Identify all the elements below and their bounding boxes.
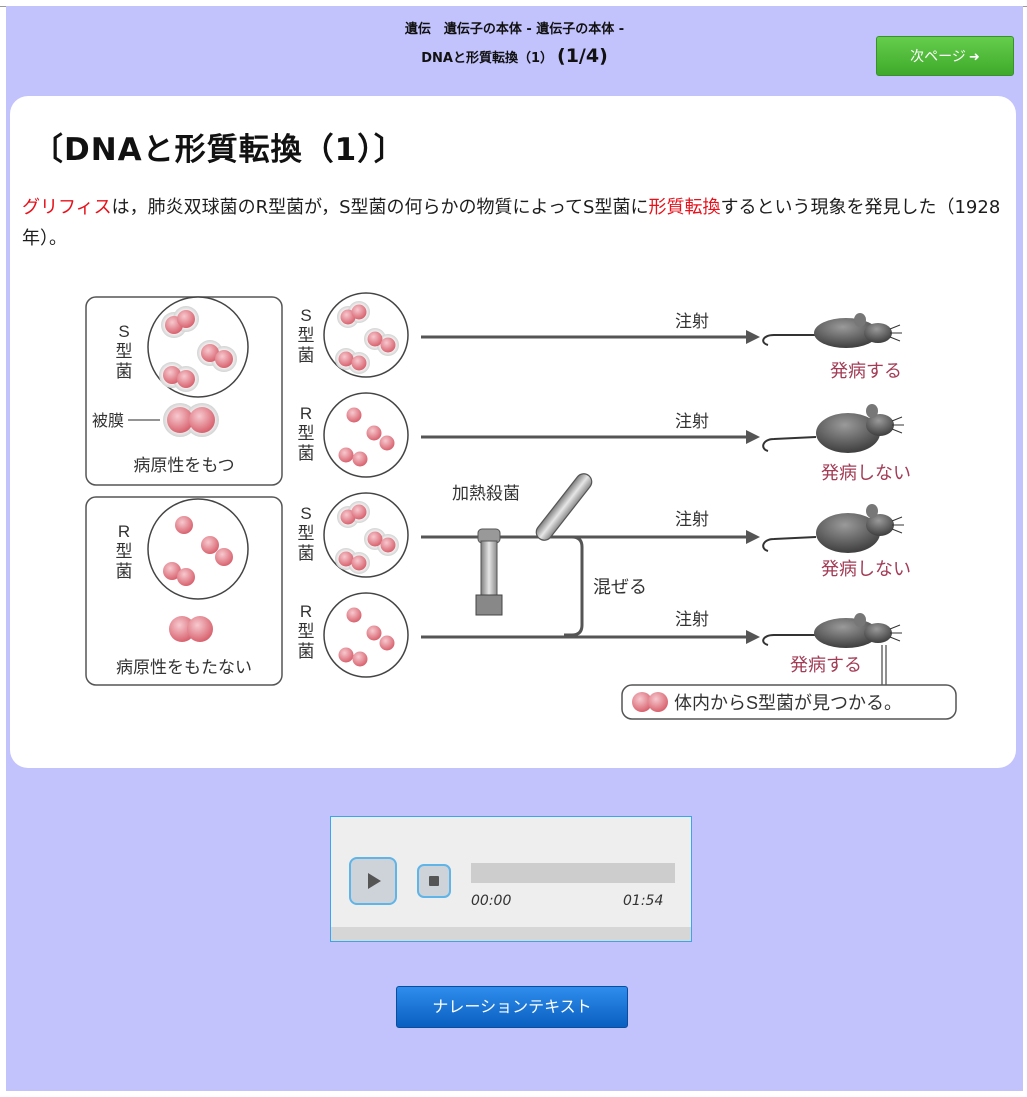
lesson-subtitle-text: DNAと形質転換（1） xyxy=(421,51,554,66)
breadcrumb: 遺伝 遺伝子の本体 - 遺伝子の本体 - xyxy=(404,22,625,37)
intro-text-2: するという現象を発見した（1928年）。 xyxy=(22,197,1001,249)
box2-label-type: 型 xyxy=(116,542,133,561)
play-button[interactable] xyxy=(349,857,397,905)
row1-strain-bacteria: 菌 xyxy=(298,346,315,365)
row2-strain-type: 型 xyxy=(298,424,315,443)
capsule-label: 被膜 xyxy=(92,412,124,430)
content-card: 〔DNAと形質転換（1）〕 グリフィスは，肺炎双球菌のR型菌が，S型菌の何らかの… xyxy=(10,96,1016,768)
heat-label: 加熱殺菌 xyxy=(452,484,520,503)
experiment-row-3: S 型 菌 注射 発病しない xyxy=(298,492,911,579)
row2-strain-bacteria: 菌 xyxy=(298,444,315,463)
highlight-transformation: 形質転換 xyxy=(648,197,721,218)
audio-progress-bar[interactable] xyxy=(471,863,675,883)
page-frame: 遺伝 遺伝子の本体 - 遺伝子の本体 - DNAと形質転換（1）(1/4) 次ペ… xyxy=(6,6,1023,1091)
row1-strain-s: S xyxy=(300,306,311,325)
mouse-icon xyxy=(762,504,904,553)
page-indicator: (1/4) xyxy=(557,45,608,67)
intro-text-1: は，肺炎双球菌のR型菌が，S型菌の何らかの物質によってS型菌に xyxy=(111,197,649,218)
experiment-row-2: R 型 菌 注射 発病しない xyxy=(298,392,911,483)
player-bottom-bar xyxy=(331,927,691,941)
row3-strain-s: S xyxy=(300,504,311,523)
next-page-label: 次ページ xyxy=(910,49,966,65)
current-time: 00:00 xyxy=(471,893,512,909)
non-encapsulated-cells xyxy=(163,516,233,586)
row4-inject-label: 注射 xyxy=(675,610,709,629)
heat-sterilization-icon: 加熱殺菌 xyxy=(452,473,593,616)
row1-inject-label: 注射 xyxy=(675,312,709,331)
box1-label-bacteria: 菌 xyxy=(116,362,133,381)
experiment-row-1: S 型 菌 注射 発病する xyxy=(298,292,902,381)
box1-label-s: S xyxy=(118,322,129,341)
total-time: 01:54 xyxy=(623,893,664,909)
row2-result: 発病しない xyxy=(821,463,911,483)
mouse-icon xyxy=(762,613,902,648)
r-strain-box: R 型 菌 病原性をもたない xyxy=(85,496,283,686)
row2-inject-label: 注射 xyxy=(675,412,709,431)
row3-strain-type: 型 xyxy=(298,524,315,543)
encapsulated-cells xyxy=(159,306,237,392)
row1-strain-type: 型 xyxy=(298,326,315,345)
mouse-icon xyxy=(762,313,902,348)
play-icon xyxy=(368,873,381,889)
page-title: 〔DNAと形質転換（1）〕 xyxy=(32,132,406,168)
row2-strain-r: R xyxy=(300,404,312,423)
row4-strain-type: 型 xyxy=(298,622,315,641)
box2-label-r: R xyxy=(118,522,130,541)
box1-label-type: 型 xyxy=(116,342,133,361)
s-strain-box: S 型 菌 被膜 病原性をもつ xyxy=(85,296,283,486)
row3-inject-label: 注射 xyxy=(675,510,709,529)
row3-result: 発病しない xyxy=(821,559,911,579)
experiment-row-4: R 型 菌 注射 発病する xyxy=(298,592,957,720)
mix-connector: 混ぜる xyxy=(564,535,647,637)
mouse-icon xyxy=(762,404,904,453)
griffith-experiment-diagram: S 型 菌 被膜 病原性をもつ xyxy=(85,292,957,720)
box2-pathogenic-label: 病原性をもたない xyxy=(116,658,252,677)
row4-strain-bacteria: 菌 xyxy=(298,642,315,661)
s-strain-found-label: 体内からS型菌が見つかる。 xyxy=(674,693,902,713)
box2-label-bacteria: 菌 xyxy=(116,562,133,581)
highlight-griffith: グリフィス xyxy=(22,197,112,218)
row3-strain-bacteria: 菌 xyxy=(298,544,315,563)
row4-result: 発病する xyxy=(790,655,862,675)
lesson-subtitle: DNAと形質転換（1）(1/4) xyxy=(6,42,1023,73)
narration-text-button[interactable]: ナレーションテキスト xyxy=(396,986,628,1028)
stop-button[interactable] xyxy=(417,864,451,898)
next-page-button[interactable]: 次ページ➜ xyxy=(876,36,1014,76)
mix-label: 混ぜる xyxy=(593,577,647,597)
row1-result: 発病する xyxy=(830,361,902,381)
audio-player: 00:00 01:54 xyxy=(330,816,692,942)
arrow-right-icon: ➜ xyxy=(968,50,980,65)
row4-strain-r: R xyxy=(300,602,312,621)
intro-text: グリフィスは，肺炎双球菌のR型菌が，S型菌の何らかの物質によってS型菌に形質転換… xyxy=(22,192,1007,254)
box1-pathogenic-label: 病原性をもつ xyxy=(133,456,234,475)
stop-icon xyxy=(429,876,439,886)
